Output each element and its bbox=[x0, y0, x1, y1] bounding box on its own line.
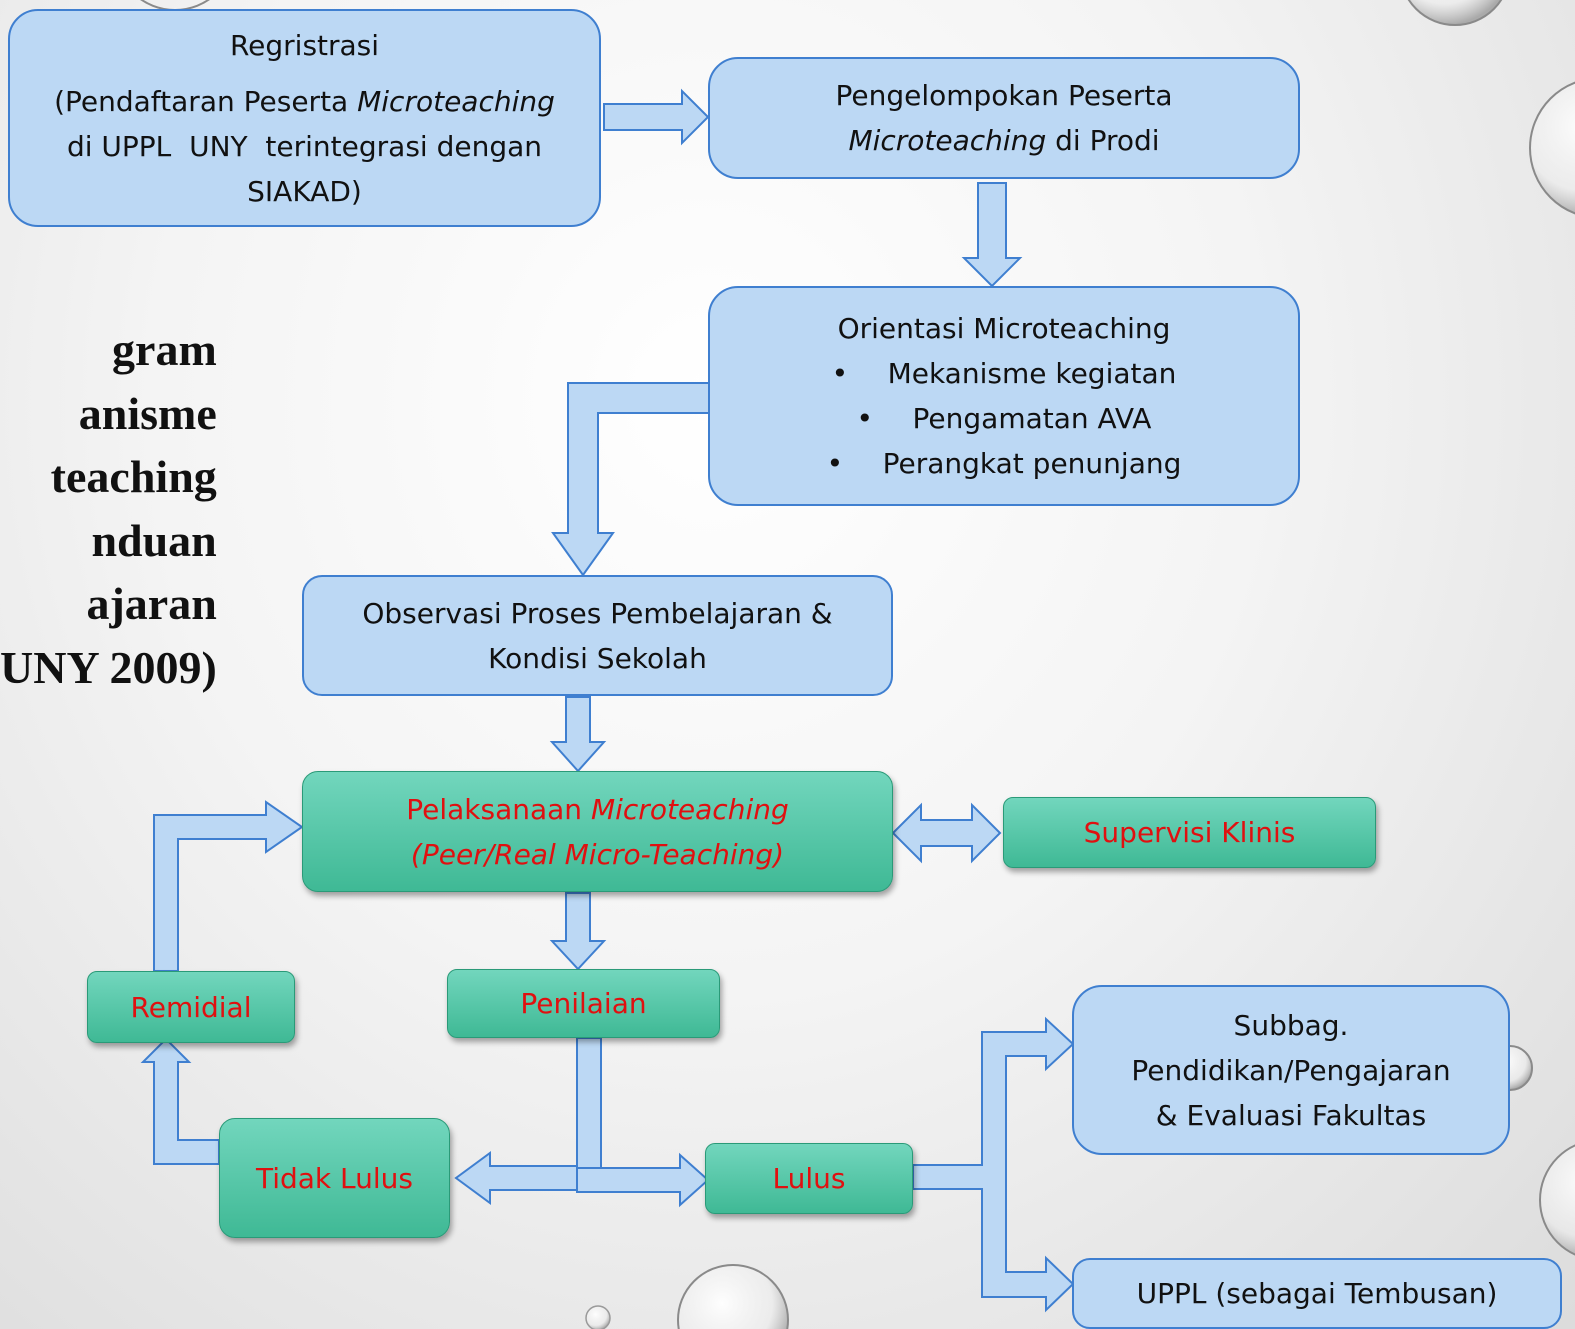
arrow-observasi-to-pelaksanaan bbox=[549, 696, 607, 773]
tidak-lulus-box: Tidak Lulus bbox=[219, 1118, 450, 1238]
pelaksanaan-box: Pelaksanaan Microteaching (Peer/Real Mic… bbox=[302, 771, 893, 892]
bubble-decoration bbox=[677, 1264, 789, 1329]
pengelompokan-rest: di Prodi bbox=[1046, 124, 1160, 157]
orientasi-list: •Mekanisme kegiatan •Pengamatan AVA •Per… bbox=[827, 351, 1182, 486]
registrasi-detail-text: (Pendaftaran Peserta bbox=[54, 84, 358, 118]
pengelompokan-line2: Microteaching di Prodi bbox=[848, 118, 1159, 163]
orientasi-item-text: Mekanisme kegiatan bbox=[887, 357, 1177, 390]
arrow-remidial-to-pelaksanaan bbox=[153, 800, 304, 972]
orientasi-item: • Perangkat penunjang bbox=[827, 441, 1182, 486]
bubble-decoration bbox=[1539, 1144, 1575, 1256]
side-title-line: ajaran bbox=[86, 578, 217, 629]
lulus-label: Lulus bbox=[772, 1162, 846, 1195]
side-title-line: teaching bbox=[50, 451, 217, 502]
arrow-pengelompokan-to-orientasi bbox=[961, 182, 1023, 288]
registrasi-detail-line1: (Pendaftaran Peserta Microteaching bbox=[54, 79, 555, 124]
registrasi-detail-line2: di UPPL UNY terintegrasi dengan bbox=[66, 129, 543, 163]
registrasi-box: Regristrasi (Pendaftaran Peserta Microte… bbox=[8, 9, 601, 227]
pengelompokan-box: Pengelompokan Peserta Microteaching di P… bbox=[708, 57, 1300, 179]
uppl-label: UPPL (sebagai Tembusan) bbox=[1136, 1277, 1498, 1310]
arrow-orientasi-to-observasi bbox=[551, 382, 715, 577]
subbag-line: & Evaluasi Fakultas bbox=[1155, 1098, 1427, 1132]
orientasi-title: Orientasi Microteaching bbox=[837, 312, 1171, 345]
bubble-decoration bbox=[1407, 0, 1503, 26]
remidial-box: Remidial bbox=[87, 971, 295, 1043]
bubble-decoration bbox=[1529, 81, 1575, 215]
supervisi-label: Supervisi Klinis bbox=[1083, 816, 1296, 849]
tidak-lulus-label: Tidak Lulus bbox=[255, 1161, 414, 1195]
subbag-box: Subbag. Pendidikan/Pengajaran & Evaluasi… bbox=[1072, 985, 1510, 1155]
pengelompokan-line1: Pengelompokan Peserta bbox=[835, 79, 1173, 112]
pelaksanaan-subtitle: (Peer/Real Micro-Teaching) bbox=[410, 837, 785, 871]
bullet-icon: • bbox=[831, 357, 849, 390]
observasi-line2: Kondisi Sekolah bbox=[488, 641, 707, 675]
bubble-decoration bbox=[585, 1305, 611, 1329]
arrow-pelaksanaan-to-penilaian bbox=[549, 892, 607, 971]
registrasi-title: Regristrasi bbox=[229, 28, 380, 62]
observasi-box: Observasi Proses Pembelajaran & Kondisi … bbox=[302, 575, 893, 696]
arrow-pelaksanaan-supervisi bbox=[891, 802, 1002, 864]
pelaksanaan-italic: Microteaching bbox=[590, 792, 789, 826]
uppl-box: UPPL (sebagai Tembusan) bbox=[1072, 1258, 1562, 1329]
registrasi-detail-line3: SIAKAD) bbox=[247, 174, 362, 208]
side-title-line: nduan bbox=[91, 514, 217, 566]
pelaksanaan-text: Pelaksanaan bbox=[406, 792, 591, 826]
arrow-tidaklulus-to-remidial bbox=[140, 1037, 220, 1165]
lulus-box: Lulus bbox=[705, 1143, 913, 1214]
remidial-label: Remidial bbox=[130, 990, 252, 1024]
subbag-line: Pendidikan/Pengajaran bbox=[1131, 1053, 1451, 1087]
orientasi-item-text: Perangkat penunjang bbox=[882, 447, 1182, 480]
bullet-icon: • bbox=[856, 402, 874, 435]
arrow-penilaian-to-lulus bbox=[576, 1152, 710, 1208]
pelaksanaan-line2: (Peer/Real Micro-Teaching) bbox=[411, 832, 784, 877]
orientasi-box: Orientasi Microteaching • Mekanisme kegia… bbox=[708, 286, 1300, 506]
penilaian-box: Penilaian bbox=[447, 969, 720, 1038]
observasi-line1: Observasi Proses Pembelajaran & bbox=[362, 596, 833, 630]
subbag-line: Subbag. bbox=[1233, 1008, 1349, 1042]
side-title-line: gram bbox=[112, 324, 217, 375]
side-title-line: anisme bbox=[78, 387, 217, 439]
registrasi-detail-italic: Microteaching bbox=[357, 84, 555, 118]
arrow-lulus-branch bbox=[912, 1016, 1075, 1313]
supervisi-box: Supervisi Klinis bbox=[1003, 797, 1376, 868]
arrow-registrasi-to-pengelompokan bbox=[603, 88, 710, 146]
orientasi-item-text: Pengamatan AVA bbox=[912, 402, 1152, 435]
pengelompokan-italic: Microteaching bbox=[848, 124, 1047, 157]
orientasi-item: • Mekanisme kegiatan bbox=[832, 351, 1177, 396]
bullet-icon: • bbox=[826, 447, 844, 480]
side-title-line: UNY 2009) bbox=[0, 641, 217, 693]
orientasi-item: • Pengamatan AVA bbox=[857, 396, 1152, 441]
pelaksanaan-line1: Pelaksanaan Microteaching bbox=[406, 787, 789, 832]
penilaian-label: Penilaian bbox=[520, 987, 647, 1020]
